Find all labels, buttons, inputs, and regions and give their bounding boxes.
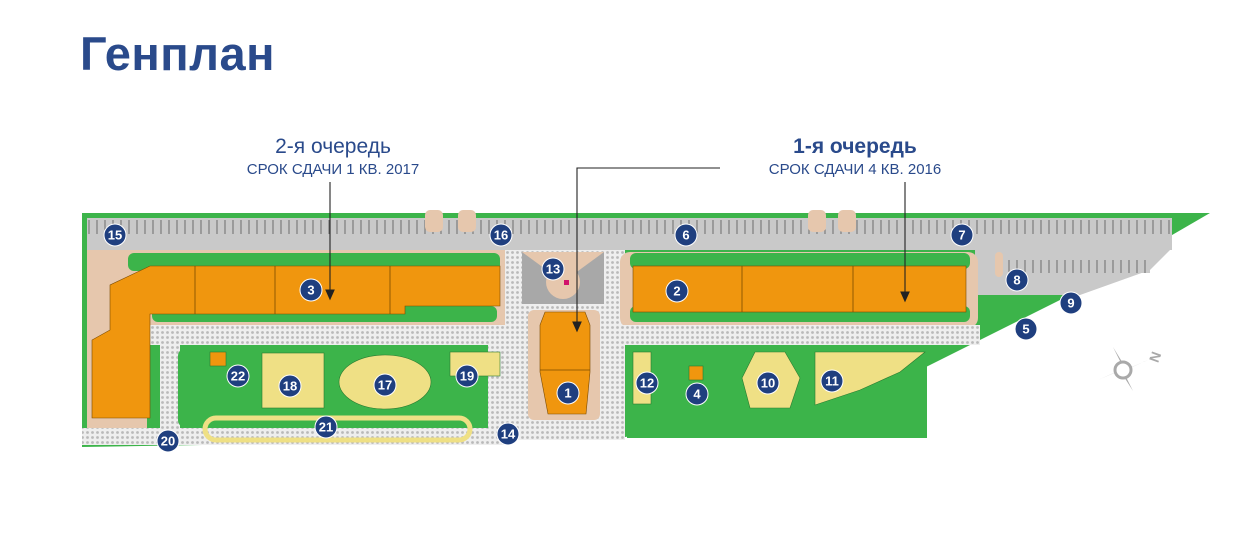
marker-number: 1: [564, 386, 571, 401]
building-3: [91, 265, 501, 419]
marker-8: 8: [1005, 268, 1029, 292]
marker-number: 18: [283, 379, 297, 394]
compass-north-label: N: [1146, 349, 1164, 364]
marker-circle: [226, 364, 250, 388]
marker-circle: [156, 429, 180, 453]
marker-18: 18: [278, 374, 302, 398]
marker-number: 21: [319, 420, 333, 435]
marker-20: 20: [156, 429, 180, 453]
marker-circle: [299, 278, 323, 302]
marker-number: 11: [825, 374, 839, 389]
marker-number: 14: [501, 427, 516, 442]
marker-number: 8: [1013, 273, 1020, 288]
marker-circle: [665, 279, 689, 303]
phase-2-label: 2-я очередь СРОК СДАЧИ 1 КВ. 2017: [203, 135, 463, 181]
plaza: [522, 252, 604, 304]
marker-circle: [635, 371, 659, 395]
marker-number: 10: [761, 376, 775, 391]
marker-number: 17: [378, 378, 392, 393]
page-title: Генплан: [80, 27, 276, 80]
marker-circle: [1059, 291, 1083, 315]
phase-1-label: 1-я очередь СРОК СДАЧИ 4 КВ. 2016: [725, 135, 985, 181]
marker-circle: [756, 371, 780, 395]
marker-number: 16: [494, 228, 508, 243]
marker-21: 21: [314, 415, 338, 439]
marker-circle: [103, 223, 127, 247]
marker-7: 7: [950, 223, 974, 247]
marker-number: 6: [682, 228, 689, 243]
marker-circle: [496, 422, 520, 446]
marker-1: 1: [556, 381, 580, 405]
marker-3: 3: [299, 278, 323, 302]
marker-number: 4: [693, 387, 701, 402]
marker-19: 19: [455, 364, 479, 388]
road-parking: [87, 210, 1172, 295]
marker-circle: [373, 373, 397, 397]
marker-number: 19: [460, 369, 474, 384]
marker-13: 13: [541, 257, 565, 281]
marker-circle: [1005, 268, 1029, 292]
marker-4: 4: [685, 382, 709, 406]
marker-number: 22: [231, 369, 245, 384]
running-track-21: [202, 415, 473, 443]
marker-15: 15: [103, 223, 127, 247]
marker-number: 5: [1022, 322, 1029, 337]
marker-9: 9: [1059, 291, 1083, 315]
marker-circle: [820, 369, 844, 393]
building-2: [632, 265, 967, 313]
marker-circle: [489, 223, 513, 247]
marker-number: 12: [640, 376, 654, 391]
marker-circle: [314, 415, 338, 439]
compass-icon: N: [1098, 347, 1164, 391]
marker-22: 22: [226, 364, 250, 388]
marker-circle: [541, 257, 565, 281]
marker-17: 17: [373, 373, 397, 397]
marker-16: 16: [489, 223, 513, 247]
marker-2: 2: [665, 279, 689, 303]
phase-due-date: СРОК СДАЧИ 1 КВ. 2017: [246, 161, 420, 178]
marker-circle: [1014, 317, 1038, 341]
phase-due-date: СРОК СДАЧИ 4 КВ. 2016: [768, 161, 942, 178]
marker-circle: [455, 364, 479, 388]
marker-number: 9: [1067, 296, 1074, 311]
marker-number: 3: [307, 283, 314, 298]
marker-6: 6: [674, 223, 698, 247]
phase-name: 1-я очередь: [793, 135, 917, 158]
marker-5: 5: [1014, 317, 1038, 341]
marker-number: 15: [108, 228, 122, 243]
marker-circle: [950, 223, 974, 247]
marker-number: 13: [546, 262, 560, 277]
leader-lines: [325, 167, 910, 333]
marker-12: 12: [635, 371, 659, 395]
marker-number: 7: [958, 228, 965, 243]
marker-number: 2: [673, 284, 680, 299]
marker-circle: [674, 223, 698, 247]
yard-11: [814, 351, 926, 406]
marker-number: 20: [161, 434, 175, 449]
marker-circle: [278, 374, 302, 398]
marker-14: 14: [496, 422, 520, 446]
marker-10: 10: [756, 371, 780, 395]
marker-11: 11: [820, 369, 844, 393]
buildings: [91, 265, 967, 419]
phase-name: 2-я очередь: [275, 135, 391, 158]
marker-circle: [685, 382, 709, 406]
marker-circle: [556, 381, 580, 405]
